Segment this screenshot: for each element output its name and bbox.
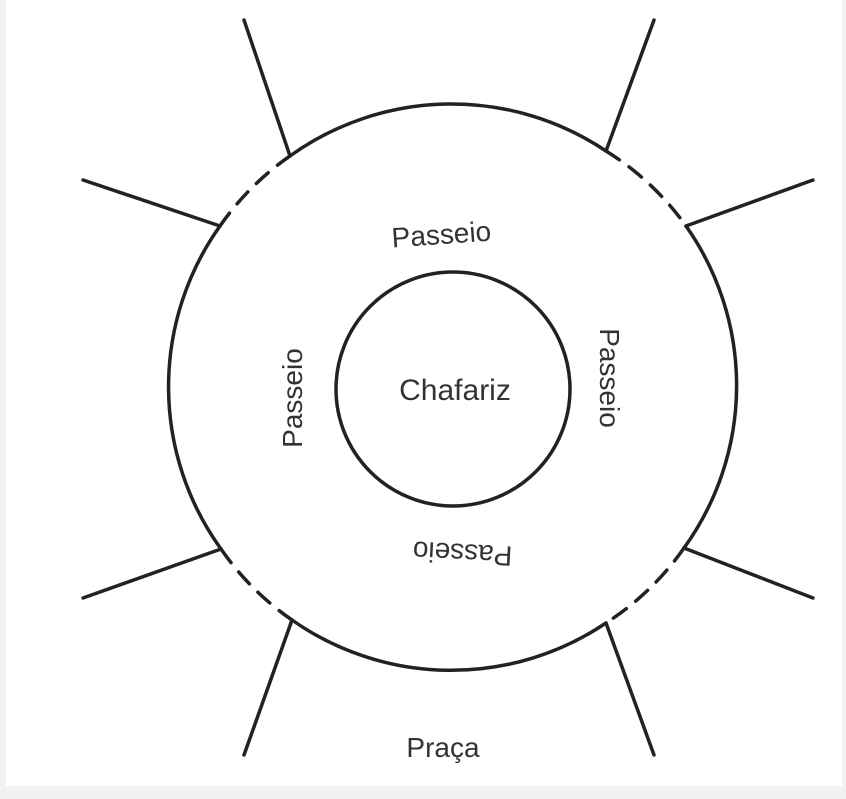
fountain-circle <box>334 270 572 508</box>
dashed-gap-bottom-right <box>604 546 686 625</box>
dashed-gap-bottom-left <box>219 547 294 622</box>
dashed-gap-top-left <box>218 154 292 228</box>
street-line-bottom-left-horizontal <box>81 547 223 600</box>
street-line-bottom-left-vertical <box>242 618 294 757</box>
street-line-top-left-vertical <box>242 18 292 158</box>
square-label: Praça <box>406 732 480 763</box>
dashed-gap-top-right <box>604 149 688 228</box>
street-line-bottom-right-vertical <box>604 621 656 757</box>
street-line-bottom-right-horizontal <box>682 546 815 600</box>
outer-circle-arc-top <box>288 102 608 158</box>
walkway-label-right: Passeio <box>594 328 625 428</box>
street-line-top-left-horizontal <box>81 178 222 228</box>
walkway-label-left: Passeio <box>277 348 308 448</box>
walkway-label-top: Passeio <box>391 216 493 254</box>
figure-frame <box>6 0 842 786</box>
outer-circle-arc-bottom <box>290 618 608 673</box>
outer-circle-arc-left <box>166 224 223 551</box>
street-line-top-right-vertical <box>604 18 656 153</box>
dashed-gaps <box>218 149 688 625</box>
street-line-top-right-horizontal <box>684 178 815 228</box>
outer-circle-arc-right <box>682 224 739 550</box>
walkway-label-bottom: Passeio <box>412 535 513 571</box>
center-label: Chafariz <box>399 374 511 407</box>
